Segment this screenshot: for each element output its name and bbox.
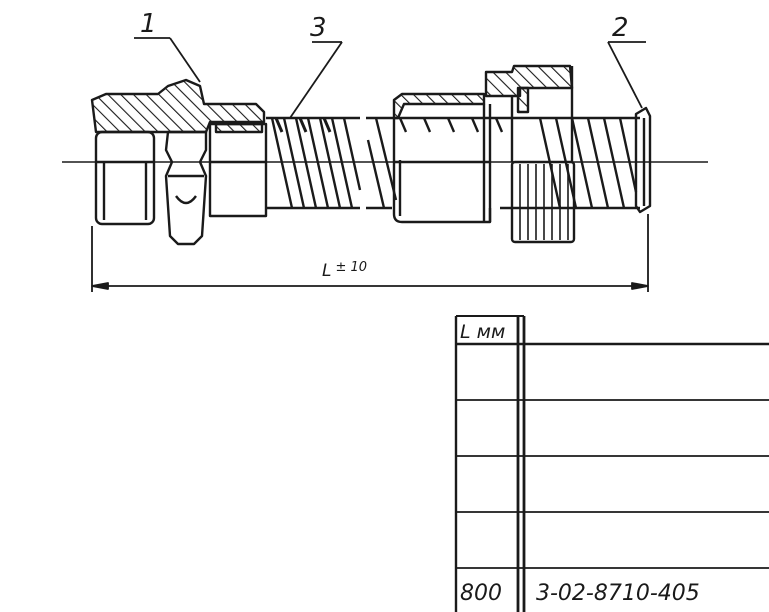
hose-assembly: [62, 37, 708, 292]
right-fitting-body: [392, 66, 576, 244]
table-cell-designation: 3-02-8710-405: [536, 581, 700, 606]
left-fitting-body: [94, 122, 268, 246]
leader-lines: [134, 37, 646, 119]
dimension-line: [91, 214, 649, 292]
table-header-length: L мм: [460, 321, 505, 343]
callout-3: 3: [310, 13, 327, 43]
dimension-label: L± 10: [322, 260, 367, 281]
callout-1: 1: [140, 9, 157, 39]
spiral-hose-left: [266, 116, 362, 210]
left-thread-hatch: [214, 122, 264, 134]
end-washer: [634, 106, 652, 214]
table-cell-length: 800: [460, 581, 502, 606]
callout-2: 2: [612, 13, 629, 43]
left-fitting-section: [90, 78, 266, 134]
designation-table: [454, 315, 769, 612]
